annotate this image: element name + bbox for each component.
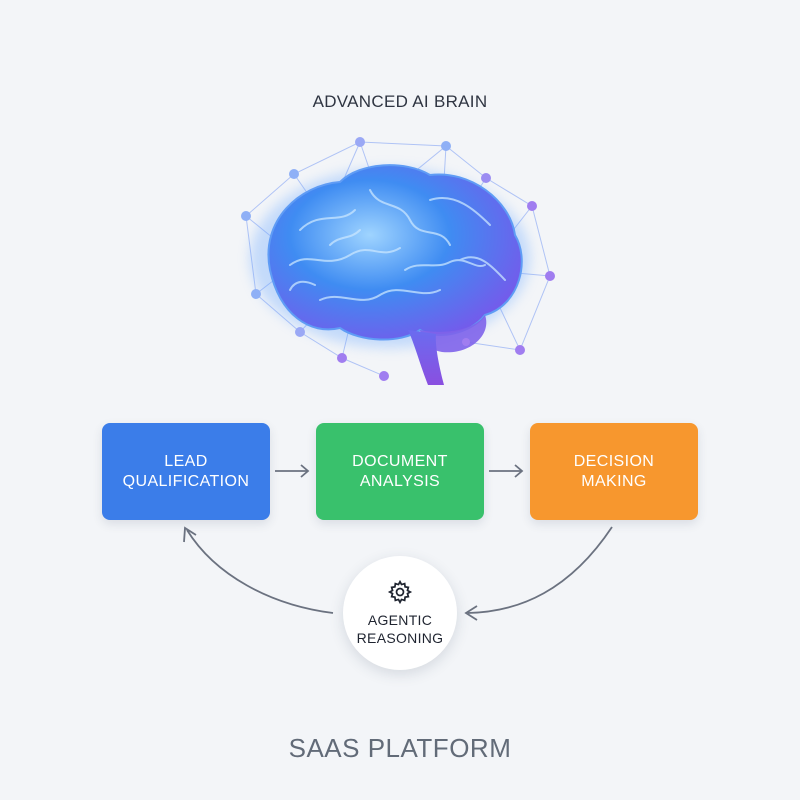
- arrow-left-icon: [464, 605, 478, 621]
- stage-document-analysis: DOCUMENT ANALYSIS: [316, 423, 484, 520]
- footer-label: SAAS PLATFORM: [288, 733, 512, 763]
- ai-brain-illustration: [230, 130, 570, 390]
- stage-label-line1: DECISION: [573, 452, 655, 470]
- agentic-reasoning-node: AGENTIC REASONING: [343, 556, 457, 670]
- center-label-line1: AGENTIC: [367, 612, 433, 628]
- stage-label-line1: LEAD: [164, 452, 208, 470]
- gear-icon: [387, 579, 413, 605]
- stage-label-line1: DOCUMENT: [352, 452, 448, 470]
- arrow-up-icon: [183, 526, 197, 543]
- stage-label-line2: QUALIFICATION: [122, 472, 250, 490]
- stage-label-line2: ANALYSIS: [359, 472, 441, 490]
- arrow-right-icon: [275, 464, 310, 478]
- brain-icon: [241, 137, 555, 385]
- stage-label-line2: MAKING: [581, 472, 647, 490]
- stage-lead-qualification: LEAD QUALIFICATION: [102, 423, 270, 520]
- stage-decision-making: DECISION MAKING: [530, 423, 698, 520]
- center-label-line2: REASONING: [356, 630, 444, 646]
- diagram-title: ADVANCED AI BRAIN: [312, 92, 488, 111]
- loop-arc-right: [467, 526, 613, 614]
- loop-arc-left: [186, 529, 334, 614]
- arrow-right-icon: [489, 464, 524, 478]
